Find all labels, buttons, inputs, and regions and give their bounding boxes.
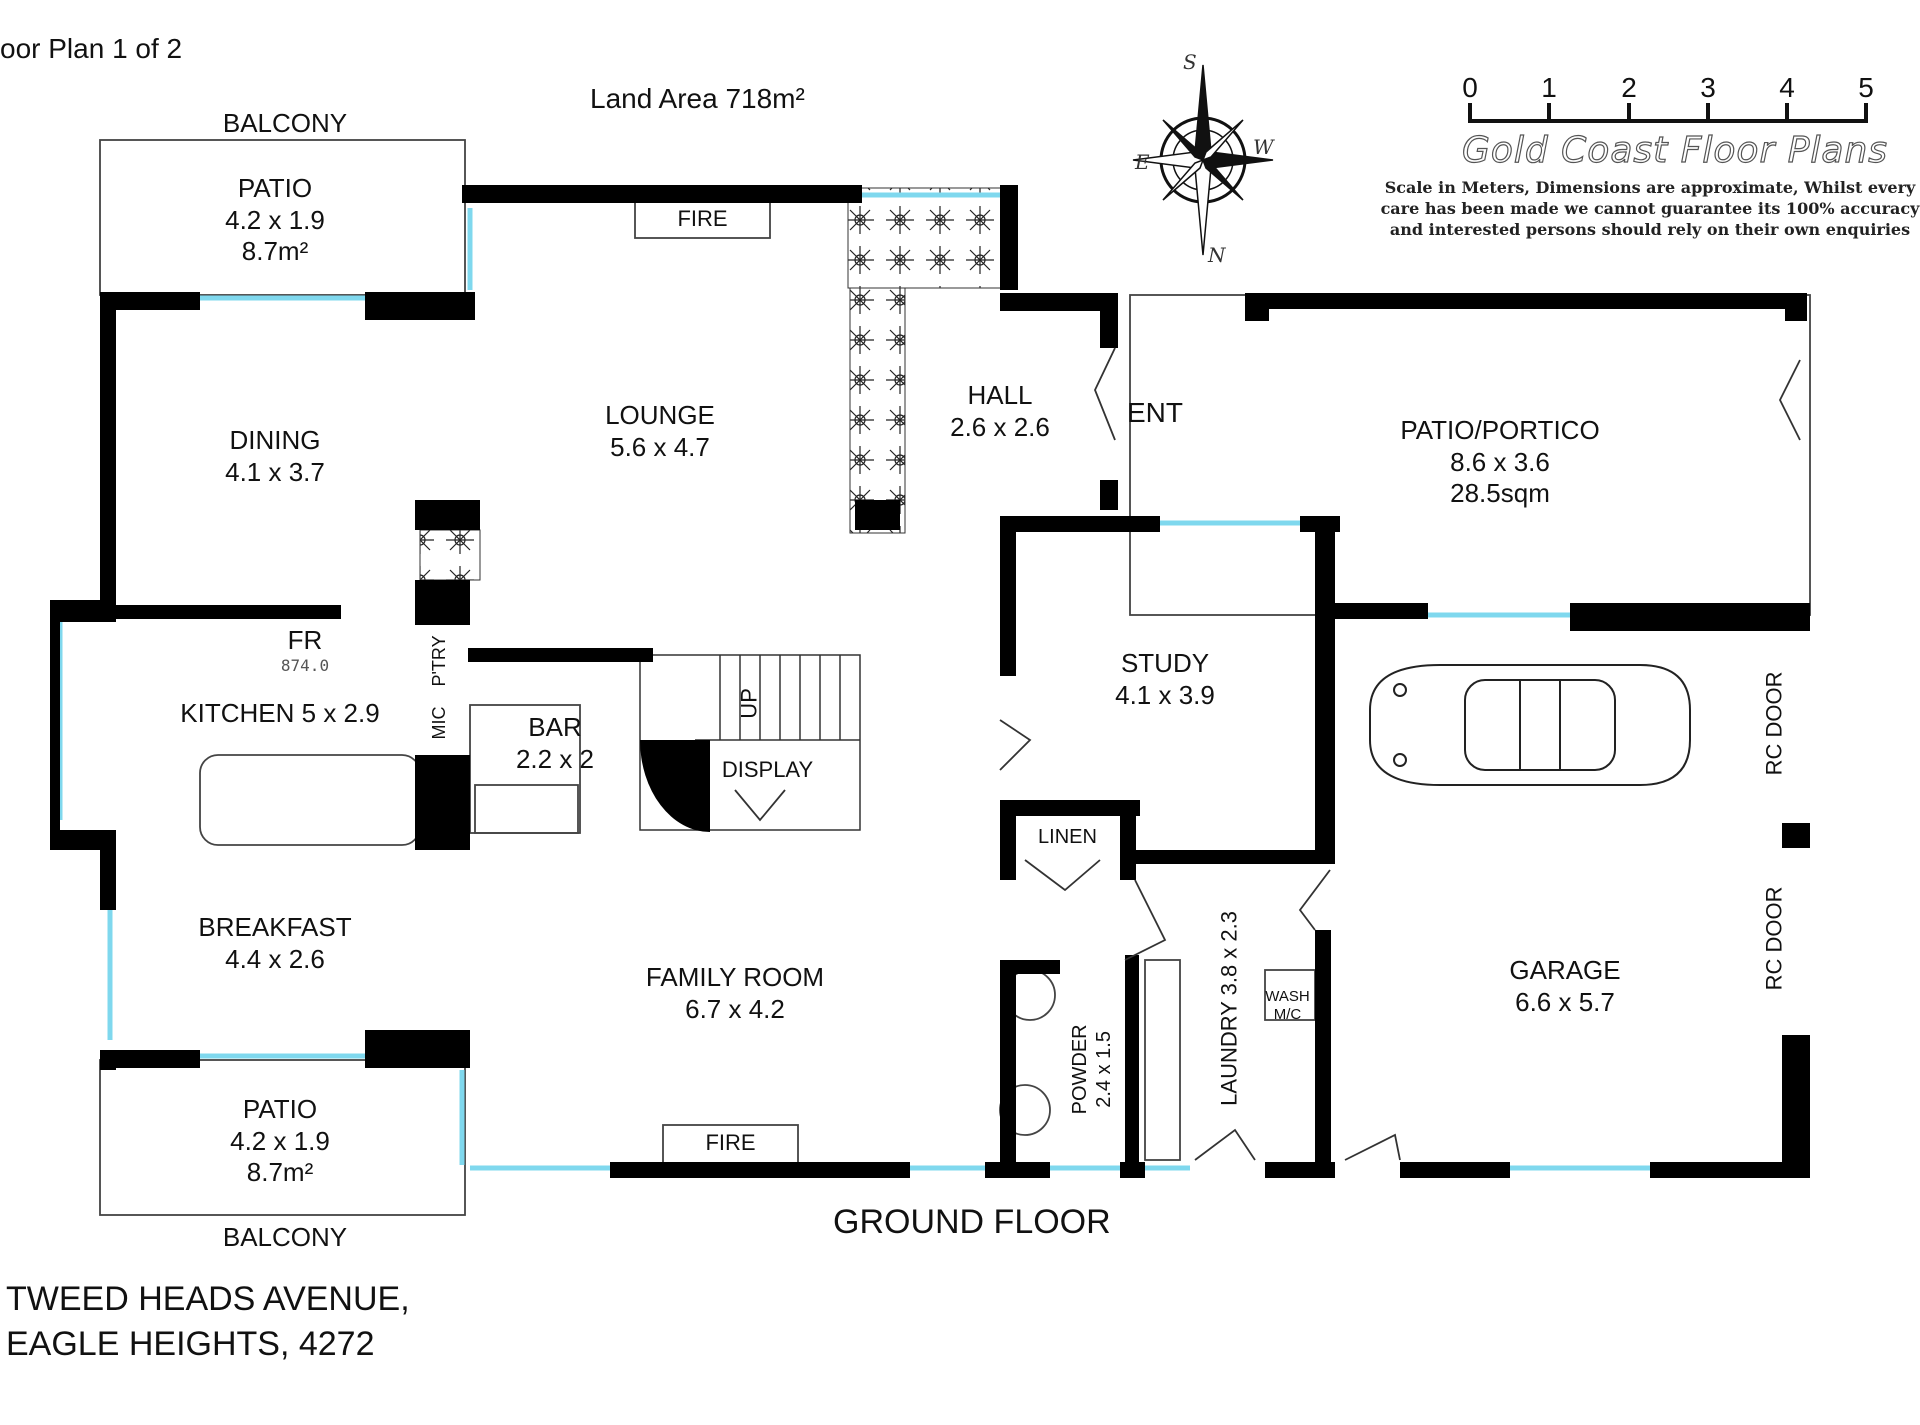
stairs-up-label: UP — [736, 688, 762, 719]
compass-rose-icon — [1132, 64, 1274, 256]
scale-tick-2: 2 — [1621, 72, 1637, 103]
brand-logo: Gold Coast Floor Plans — [1461, 129, 1889, 171]
microwave-label: MIC — [429, 706, 450, 740]
scale-tick-1: 1 — [1541, 72, 1557, 103]
fridge-label: FR — [287, 625, 323, 655]
balcony-bottom-label: BALCONY — [222, 1222, 348, 1252]
scale-tick-4: 4 — [1779, 72, 1795, 103]
fridge-dimension: 874.0 — [280, 656, 330, 675]
compass-s: S — [1183, 50, 1197, 74]
kitchen-label: KITCHEN 5 x 2.9 — [180, 698, 380, 728]
compass-n: N — [1208, 243, 1226, 267]
fire-bottom-label: FIRE — [705, 1130, 756, 1155]
rc-door-2-label: RC DOOR — [1761, 886, 1787, 991]
entry-label: ENT — [1127, 397, 1183, 428]
scale-tick-3: 3 — [1700, 72, 1716, 103]
plan-title: oor Plan 1 of 2 — [0, 33, 183, 64]
compass-e: E — [1135, 150, 1150, 174]
car-icon — [1369, 664, 1691, 786]
balcony-top-label: BALCONY — [222, 108, 348, 138]
compass-w: W — [1253, 135, 1274, 159]
display-label: DISPLAY — [721, 757, 814, 782]
land-area: Land Area 718m² — [590, 83, 805, 114]
staircase — [639, 654, 861, 831]
disclaimer-line-2: care has been made we cannot guarantee i… — [1380, 198, 1920, 218]
scale-tick-0: 0 — [1462, 72, 1478, 103]
address-line-2: EAGLE HEIGHTS, 4272 — [6, 1325, 375, 1363]
fire-top-label: FIRE — [677, 206, 728, 231]
laundry-label: LAUNDRY 3.8 x 2.3 — [1216, 910, 1242, 1106]
rc-door-1-label: RC DOOR — [1761, 671, 1787, 776]
floor-label: GROUND FLOOR — [833, 1203, 1111, 1241]
address-line-1: TWEED HEADS AVENUE, — [6, 1280, 410, 1318]
linen-label: LINEN — [1038, 826, 1097, 848]
disclaimer-line-1: Scale in Meters, Dimensions are approxim… — [1384, 178, 1916, 197]
disclaimer: Scale in Meters, Dimensions are approxim… — [1380, 178, 1920, 240]
pantry-label: P'TRY — [429, 635, 450, 687]
scale-tick-5: 5 — [1858, 72, 1874, 103]
disclaimer-line-3: and interested persons should rely on th… — [1389, 219, 1911, 239]
scale-bar — [1468, 103, 1868, 123]
